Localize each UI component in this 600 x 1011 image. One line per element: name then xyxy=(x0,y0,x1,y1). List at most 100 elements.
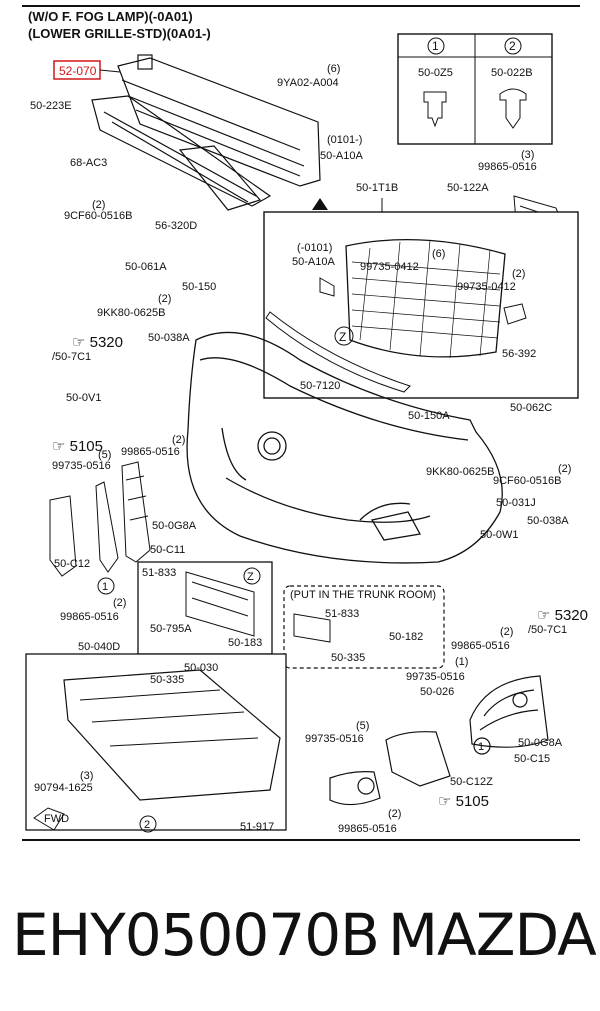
part-label[interactable]: (3) xyxy=(80,770,93,782)
bumper-fascia xyxy=(186,331,503,564)
inset-marker-z: Z xyxy=(339,330,346,344)
part-label[interactable]: (6) xyxy=(327,63,340,75)
part-label[interactable]: 50-1T1B xyxy=(356,182,398,194)
part-label[interactable]: 50-150A xyxy=(408,410,450,422)
bracket-marker-z: Z xyxy=(247,571,254,583)
part-label[interactable]: 50-061A xyxy=(125,261,167,273)
part-label[interactable]: (2) xyxy=(158,293,171,305)
part-label[interactable]: 50-0W1 xyxy=(480,529,519,541)
part-label[interactable]: 50-038A xyxy=(527,515,569,527)
part-label[interactable]: 50-031J xyxy=(496,497,536,509)
part-label[interactable]: 50-795A xyxy=(150,623,192,635)
fog-cover-marker-1: 1 xyxy=(102,581,108,593)
header-line-1: (W/O F. FOG LAMP)(-0A01) xyxy=(28,9,193,24)
reinforcement-beam xyxy=(91,54,321,211)
part-label[interactable]: 99865-0516 xyxy=(478,161,537,173)
legend-num-1: 1 xyxy=(432,39,439,53)
part-label[interactable]: 9KK80-0625B xyxy=(426,466,495,478)
footer-brand: MAZDA xyxy=(388,901,597,969)
part-label[interactable]: 56-392 xyxy=(502,348,536,360)
part-label[interactable]: 50-038A xyxy=(148,332,190,344)
fog-marker-1: 1 xyxy=(478,741,484,753)
part-label[interactable]: (5) xyxy=(98,449,111,461)
part-label[interactable]: (PUT IN THE TRUNK ROOM) xyxy=(290,589,436,601)
part-label[interactable]: (2) xyxy=(388,808,401,820)
part-label[interactable]: 99735-0516 xyxy=(52,460,111,472)
trunk-room-inset xyxy=(283,585,445,669)
part-label[interactable]: 50-335 xyxy=(150,674,184,686)
part-label[interactable]: (0101-) xyxy=(327,134,362,146)
part-label[interactable]: 56-320D xyxy=(155,220,197,232)
part-label[interactable]: 50-026 xyxy=(420,686,454,698)
header-line-2: (LOWER GRILLE-STD)(0A01-) xyxy=(28,26,211,41)
fog-assembly-right xyxy=(329,675,549,806)
part-label[interactable]: (2) xyxy=(172,434,185,446)
legend-table: 1 2 50-0Z5 50-022B xyxy=(397,33,553,145)
grille-inset: Z xyxy=(263,198,579,399)
part-label[interactable]: 50-C12Z xyxy=(450,776,493,788)
part-label[interactable]: 50-C12 xyxy=(54,558,90,570)
part-label[interactable]: 50-C15 xyxy=(514,753,550,765)
legend-part-1[interactable]: 50-0Z5 xyxy=(418,67,453,79)
part-label[interactable]: 50-335 xyxy=(331,652,365,664)
part-label[interactable]: 50-150 xyxy=(182,281,216,293)
part-label[interactable]: 51-833 xyxy=(142,567,176,579)
part-label[interactable]: 99735-0516 xyxy=(406,671,465,683)
part-label[interactable]: 99865-0516 xyxy=(60,611,119,623)
part-label[interactable]: (6) xyxy=(432,248,445,260)
part-label[interactable]: (2) xyxy=(500,626,513,638)
highlight-part-label[interactable]: 52-070 xyxy=(59,64,97,78)
part-label[interactable]: ☞ 5105 xyxy=(438,793,489,810)
part-label[interactable]: (2) xyxy=(558,463,571,475)
part-label[interactable]: 99865-0516 xyxy=(121,446,180,458)
part-label[interactable]: 99735-0412 xyxy=(360,261,419,273)
part-label[interactable]: 50-183 xyxy=(228,637,262,649)
part-label[interactable]: (2) xyxy=(512,268,525,280)
part-label[interactable]: ☞ 5105 xyxy=(52,438,103,455)
legend-num-2: 2 xyxy=(509,39,516,53)
part-label[interactable]: (3) xyxy=(521,149,534,161)
part-label[interactable]: 50-A10A xyxy=(320,150,363,162)
part-label[interactable]: 50-C11 xyxy=(150,544,185,556)
part-label[interactable]: (5) xyxy=(356,720,369,732)
part-label[interactable]: 51-917 xyxy=(240,821,274,833)
part-label[interactable]: (1) xyxy=(455,656,468,668)
undercover-inset: 2 xyxy=(25,653,287,833)
fog-cover-left xyxy=(49,461,151,577)
part-label[interactable]: (-0101) xyxy=(297,242,332,254)
footer: EHY050070B MAZDA xyxy=(0,880,600,990)
part-label[interactable]: ☞ 5320 xyxy=(537,607,588,624)
part-label[interactable]: 50-7120 xyxy=(300,380,340,392)
part-label[interactable]: (2) xyxy=(113,597,126,609)
part-label[interactable]: 50-062C xyxy=(510,402,552,414)
part-labels: 50-223E 68-AC3 (6) 9YA02-A004 (0101-) 50-A10A… xyxy=(30,63,588,835)
part-label[interactable]: ☞ 5320 xyxy=(72,334,123,351)
part-label[interactable]: 50-030 xyxy=(184,662,218,674)
part-label[interactable]: 51-833 xyxy=(325,608,359,620)
part-label[interactable]: 9CF60-0516B xyxy=(64,210,133,222)
part-label[interactable]: 90794-1625 xyxy=(34,782,93,794)
part-label[interactable]: 99735-0412 xyxy=(457,281,516,293)
part-label[interactable]: 50-223E xyxy=(30,100,72,112)
part-label[interactable]: 9YA02-A004 xyxy=(277,77,339,89)
part-label[interactable]: /50-7C1 xyxy=(52,351,91,363)
part-label[interactable]: 99865-0516 xyxy=(451,640,510,652)
license-bracket-inset: Z xyxy=(137,561,273,655)
part-label[interactable]: 99865-0516 xyxy=(338,823,397,835)
part-label[interactable]: 50-122A xyxy=(447,182,489,194)
part-label[interactable]: 50-0V1 xyxy=(66,392,101,404)
undercover-marker-2: 2 xyxy=(144,819,150,831)
part-label[interactable]: 68-AC3 xyxy=(70,157,107,169)
part-label[interactable]: 9KK80-0625B xyxy=(97,307,166,319)
part-label[interactable]: 50-040D xyxy=(78,641,120,653)
part-label[interactable]: 50-A10A xyxy=(292,256,335,268)
part-label[interactable]: 9CF60-0516B xyxy=(493,475,562,487)
part-label[interactable]: 50-0G8A xyxy=(152,520,197,532)
part-label[interactable]: FWD xyxy=(44,813,69,825)
part-label[interactable]: (2) xyxy=(92,199,105,211)
part-label[interactable]: 50-0G8A xyxy=(518,737,563,749)
part-label[interactable]: 50-182 xyxy=(389,631,423,643)
part-label[interactable]: 99735-0516 xyxy=(305,733,364,745)
legend-part-2[interactable]: 50-022B xyxy=(491,67,533,79)
part-label[interactable]: /50-7C1 xyxy=(528,624,567,636)
